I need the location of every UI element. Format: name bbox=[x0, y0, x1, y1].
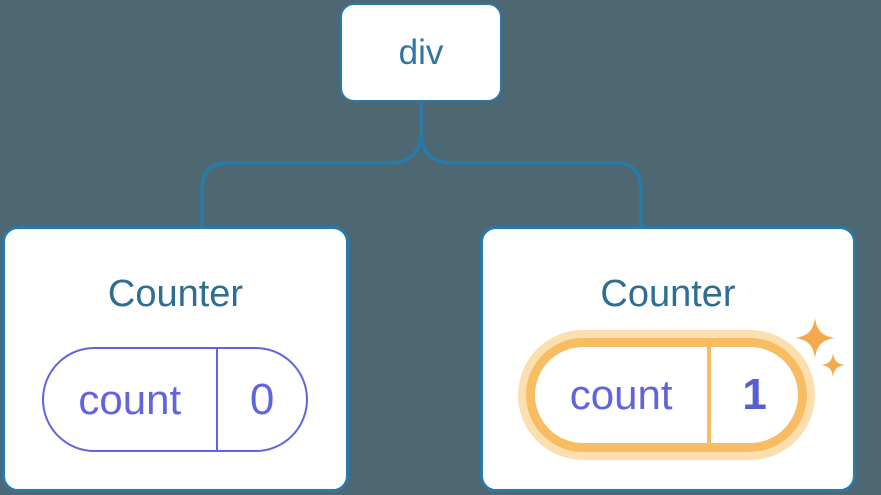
counter-card-right: Counter count 1 bbox=[480, 226, 856, 492]
sparkle-icon-large bbox=[795, 318, 835, 358]
pill-divider bbox=[215, 349, 219, 450]
counter-card-left: Counter count 0 bbox=[2, 226, 349, 492]
state-key-label: count bbox=[78, 375, 182, 423]
tree-node-div: div bbox=[340, 3, 502, 102]
state-key-label: count bbox=[569, 371, 673, 418]
state-pill-highlighted: count 1 bbox=[526, 338, 807, 452]
connector-left-branch bbox=[200, 100, 423, 229]
state-value: 0 bbox=[249, 374, 275, 424]
component-title: Counter bbox=[600, 273, 736, 315]
state-pill: count 0 bbox=[42, 347, 308, 452]
connector-right-branch bbox=[419, 100, 643, 229]
component-title: Counter bbox=[107, 273, 244, 315]
sparkles-icon bbox=[795, 318, 845, 377]
pill-divider bbox=[707, 347, 712, 443]
state-value: 1 bbox=[742, 370, 767, 419]
root-node-label: div bbox=[398, 32, 444, 72]
sparkle-icon-small bbox=[821, 353, 845, 377]
